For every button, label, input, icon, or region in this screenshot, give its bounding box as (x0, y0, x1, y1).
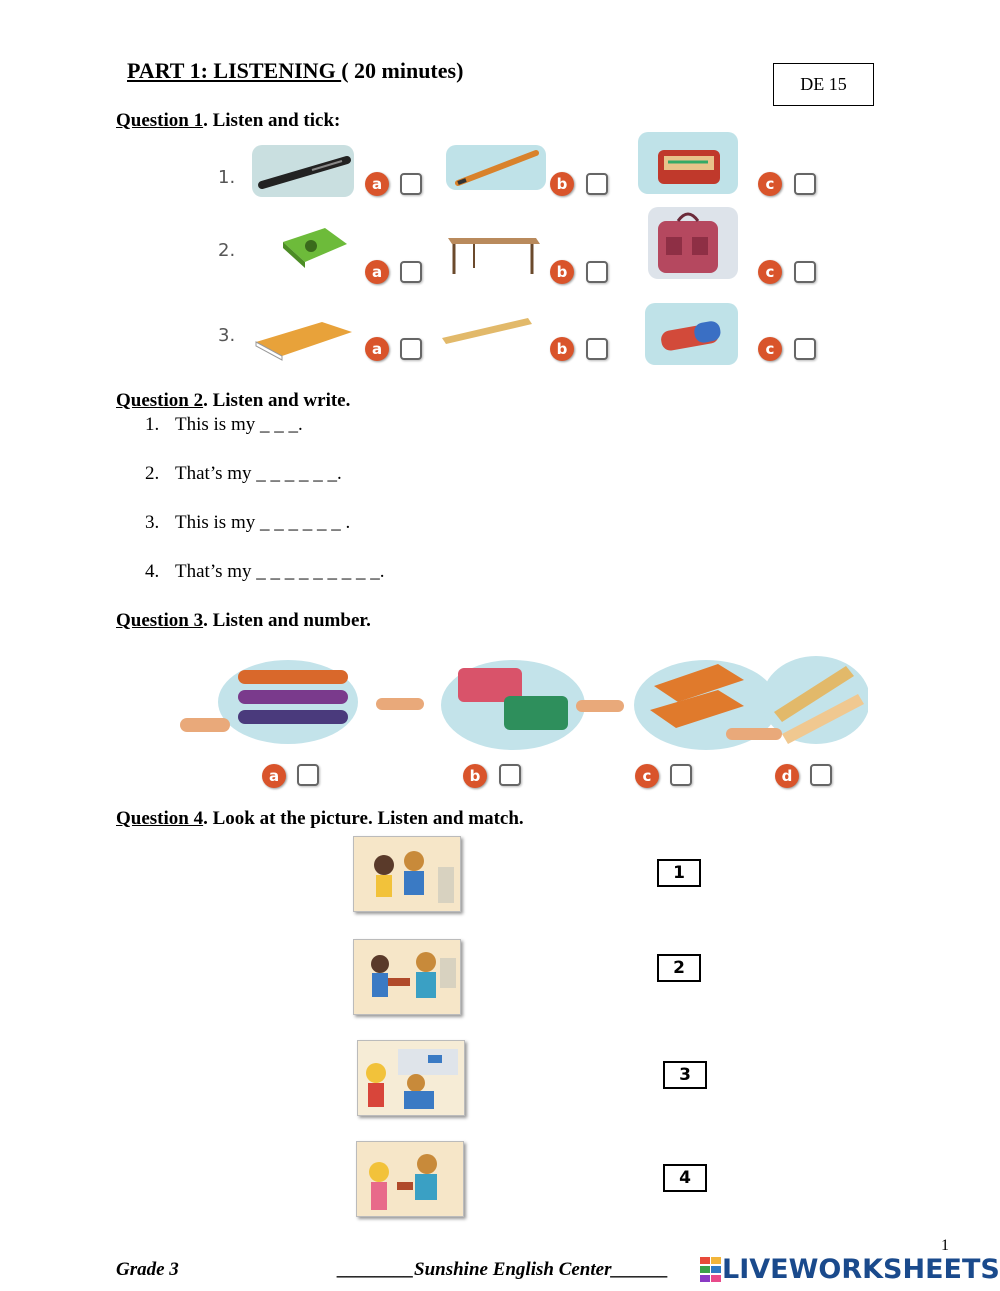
q1-instruction: . Listen and tick: (203, 110, 341, 131)
q1-row-number: 1. (218, 167, 236, 188)
q1-row2-option-b: b (550, 260, 574, 284)
sharpener-icon (275, 222, 355, 272)
q1-row3-option-c: c (758, 337, 782, 361)
q1-row3-tick-c[interactable] (794, 338, 816, 360)
q1-row3-tick-a[interactable] (400, 338, 422, 360)
q2-item: 1. This is my _ _ _. (145, 414, 303, 436)
q1-row-number: 2. (218, 240, 236, 261)
pencil-icon (446, 145, 546, 190)
q1-row-number: 3. (218, 325, 236, 346)
q1-row1-option-a: a (365, 172, 389, 196)
q4-picture-4[interactable] (356, 1141, 464, 1217)
rulers-icon (726, 656, 870, 744)
q4-number-4[interactable]: 4 (663, 1164, 707, 1192)
q3-heading: Question 3. Listen and number. (116, 610, 371, 632)
pencil-cases-icon (376, 660, 585, 750)
pen-icon (252, 145, 354, 197)
q1-row2-tick-b[interactable] (586, 261, 608, 283)
q3-option-c: c (635, 764, 659, 788)
q1-row3-option-b: b (550, 337, 574, 361)
q3-box-a[interactable] (297, 764, 319, 786)
q1-row1-tick-c[interactable] (794, 173, 816, 195)
q2-item: 2. That’s my _ _ _ _ _ _. (145, 463, 342, 485)
exam-code-box: DE 15 (773, 63, 874, 106)
q2-item-number: 2. (145, 463, 160, 484)
q3-box-c[interactable] (670, 764, 692, 786)
q3-option-b: b (463, 764, 487, 788)
q1-row1-option-b: b (550, 172, 574, 196)
q4-label: Question 4 (116, 808, 204, 829)
q2-item-number: 1. (145, 414, 160, 435)
q1-heading: Question 1. Listen and tick: (116, 110, 340, 132)
q1-row2-option-a: a (365, 260, 389, 284)
q2-item: 3. This is my _ _ _ _ _ _ . (145, 512, 350, 534)
q1-row3-option-a: a (365, 337, 389, 361)
q2-item-text: This is my _ _ _ _ _ _ . (175, 512, 351, 533)
q2-item: 4. That’s my _ _ _ _ _ _ _ _ _. (145, 561, 385, 583)
q2-item-text: That’s my _ _ _ _ _ _. (175, 463, 342, 484)
liveworksheets-logo: LIVEWORKSHEETS (700, 1254, 1000, 1285)
q1-row1-option-c: c (758, 172, 782, 196)
q4-heading: Question 4. Look at the picture. Listen … (116, 808, 524, 830)
logo-mark-icon (700, 1256, 721, 1282)
q3-box-d[interactable] (810, 764, 832, 786)
q3-instruction: . Listen and number. (203, 610, 371, 631)
q1-row1-tick-a[interactable] (400, 173, 422, 195)
q2-instruction: . Listen and write. (203, 390, 351, 411)
q3-pictures (178, 650, 870, 760)
part-title-main: PART 1: LISTENING (127, 58, 342, 83)
q3-option-d: d (775, 764, 799, 788)
footer-center: ________Sunshine English Center______ (338, 1259, 669, 1280)
part-title: PART 1: LISTENING ( 20 minutes) (127, 58, 463, 84)
q2-heading: Question 2. Listen and write. (116, 390, 350, 412)
q4-number-1[interactable]: 1 (657, 859, 701, 887)
q1-row2-tick-a[interactable] (400, 261, 422, 283)
q2-item-text: That’s my _ _ _ _ _ _ _ _ _. (175, 561, 385, 582)
part-title-duration: ( 20 minutes) (341, 58, 464, 83)
q1-row3-tick-b[interactable] (586, 338, 608, 360)
pencil-case-icon (638, 132, 738, 194)
q1-row1-tick-b[interactable] (586, 173, 608, 195)
q3-label: Question 3 (116, 610, 204, 631)
ruler-icon (440, 316, 536, 346)
logo-text: LIVEWORKSHEETS (722, 1254, 1000, 1285)
q4-instruction: . Look at the picture. Listen and match. (203, 808, 524, 829)
books-icon (576, 660, 778, 750)
footer-grade: Grade 3 (116, 1259, 179, 1280)
eraser-icon (645, 303, 738, 365)
q3-box-b[interactable] (499, 764, 521, 786)
q4-picture-1[interactable] (353, 836, 461, 912)
pens-icon (180, 660, 358, 744)
page-number: 1 (941, 1237, 949, 1254)
q2-item-number: 3. (145, 512, 160, 533)
q2-item-number: 4. (145, 561, 160, 582)
q1-label: Question 1 (116, 110, 204, 131)
q4-picture-3[interactable] (357, 1040, 465, 1116)
desk-icon (444, 228, 542, 276)
q2-item-text: This is my _ _ _. (175, 414, 303, 435)
q2-label: Question 2 (116, 390, 204, 411)
q4-number-3[interactable]: 3 (663, 1061, 707, 1089)
exam-code: DE 15 (800, 74, 847, 94)
notebook-icon (252, 316, 356, 362)
q4-number-2[interactable]: 2 (657, 954, 701, 982)
q1-row2-option-c: c (758, 260, 782, 284)
q1-row2-tick-c[interactable] (794, 261, 816, 283)
q3-option-a: a (262, 764, 286, 788)
school-bag-icon (648, 207, 738, 279)
q4-picture-2[interactable] (353, 939, 461, 1015)
